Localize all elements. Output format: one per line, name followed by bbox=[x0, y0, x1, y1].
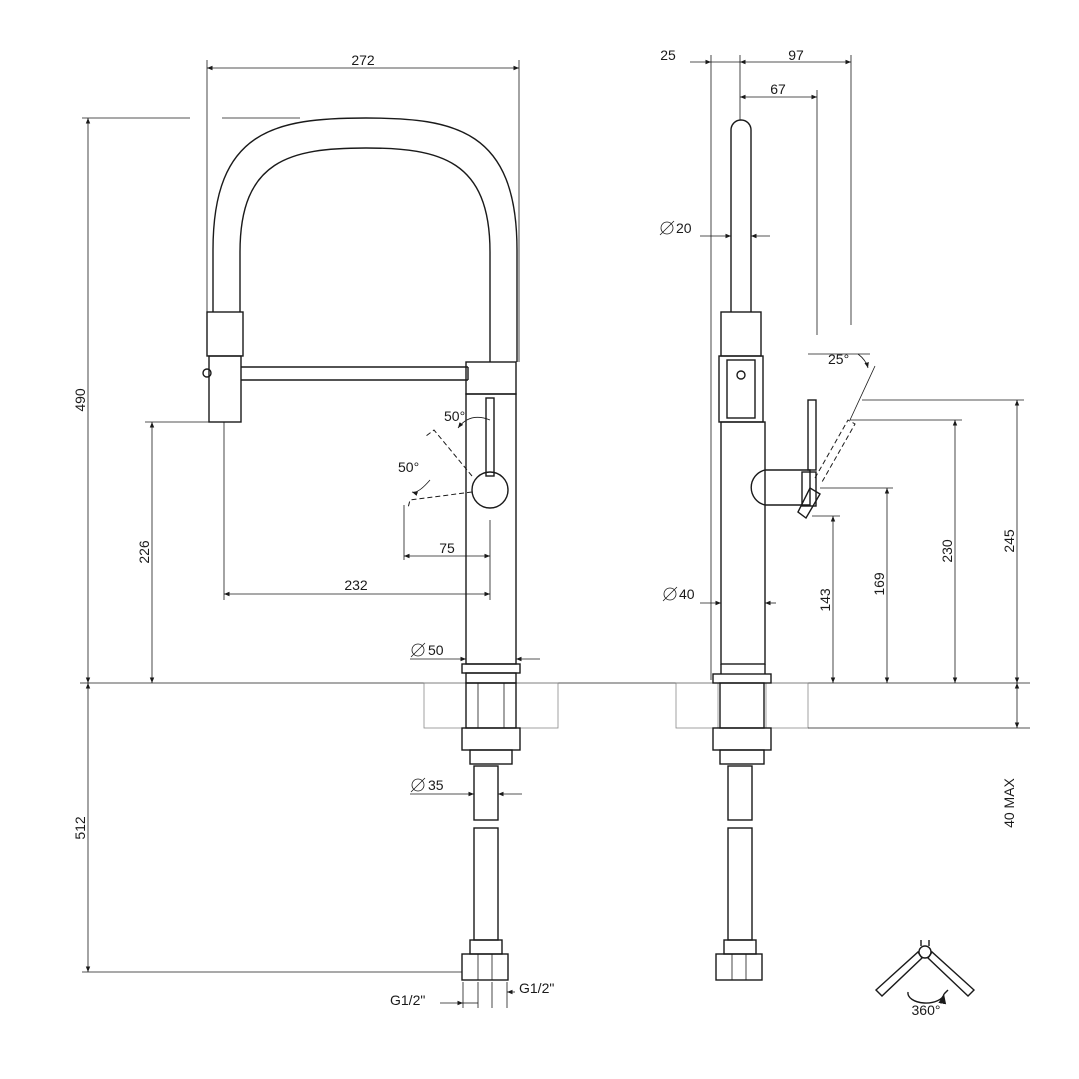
dim-lever-max-label: 245 bbox=[1001, 529, 1017, 553]
front-view: 272 490 512 226 232 75 50 35 50° 50° G1/… bbox=[72, 52, 1030, 1008]
front-hose bbox=[461, 682, 521, 981]
side-dimensions bbox=[690, 55, 1024, 728]
dim-deck-thickness-label: 40 MAX bbox=[1001, 777, 1017, 827]
diameter-icon bbox=[659, 220, 675, 236]
dim-lever-reach-label: 75 bbox=[439, 540, 455, 556]
dim-spout-depth-label: 67 bbox=[770, 81, 786, 97]
dim-body-diameter-label: 40 bbox=[679, 586, 695, 602]
front-body bbox=[407, 361, 521, 684]
side-deck-section bbox=[675, 682, 1030, 729]
dim-spout-reach-label: 232 bbox=[344, 577, 368, 593]
angle-lower-label: 50° bbox=[398, 459, 419, 475]
diameter-icon bbox=[410, 642, 426, 658]
dim-offset-label: 25 bbox=[660, 47, 676, 63]
dim-body-diameter-label: 50 bbox=[428, 642, 444, 658]
side-hose bbox=[712, 682, 772, 981]
rotation-label: 360° bbox=[912, 1002, 941, 1018]
dim-spout-diameter-label: 20 bbox=[676, 220, 692, 236]
hose-thread-right-label: G1/2" bbox=[519, 980, 554, 996]
side-view: 25 97 67 20 40 25° 143 169 230 245 40 MA… bbox=[659, 47, 1030, 981]
side-spout bbox=[718, 119, 764, 423]
front-spout bbox=[202, 117, 518, 423]
hose-thread-left-label: G1/2" bbox=[390, 992, 425, 1008]
dim-spout-height-label: 226 bbox=[136, 540, 152, 564]
front-deck-section bbox=[423, 682, 559, 729]
dim-height-above-label: 490 bbox=[72, 388, 88, 412]
angle-label: 25° bbox=[828, 351, 849, 367]
angle-upper-label: 50° bbox=[444, 408, 465, 424]
front-dimensions bbox=[82, 60, 540, 1008]
diameter-icon bbox=[410, 777, 426, 793]
rotation-arrow-icon bbox=[874, 940, 976, 1005]
dim-lever-top-label: 230 bbox=[939, 539, 955, 563]
dim-lever-mid-label: 169 bbox=[871, 572, 887, 596]
dim-shank-diameter-label: 35 bbox=[428, 777, 444, 793]
diameter-icon bbox=[662, 586, 678, 602]
dim-width-label: 272 bbox=[351, 52, 375, 68]
dim-total-depth-label: 97 bbox=[788, 47, 804, 63]
dim-height-below-label: 512 bbox=[72, 816, 88, 840]
side-body bbox=[712, 399, 856, 684]
dim-lever-low-label: 143 bbox=[817, 588, 833, 612]
